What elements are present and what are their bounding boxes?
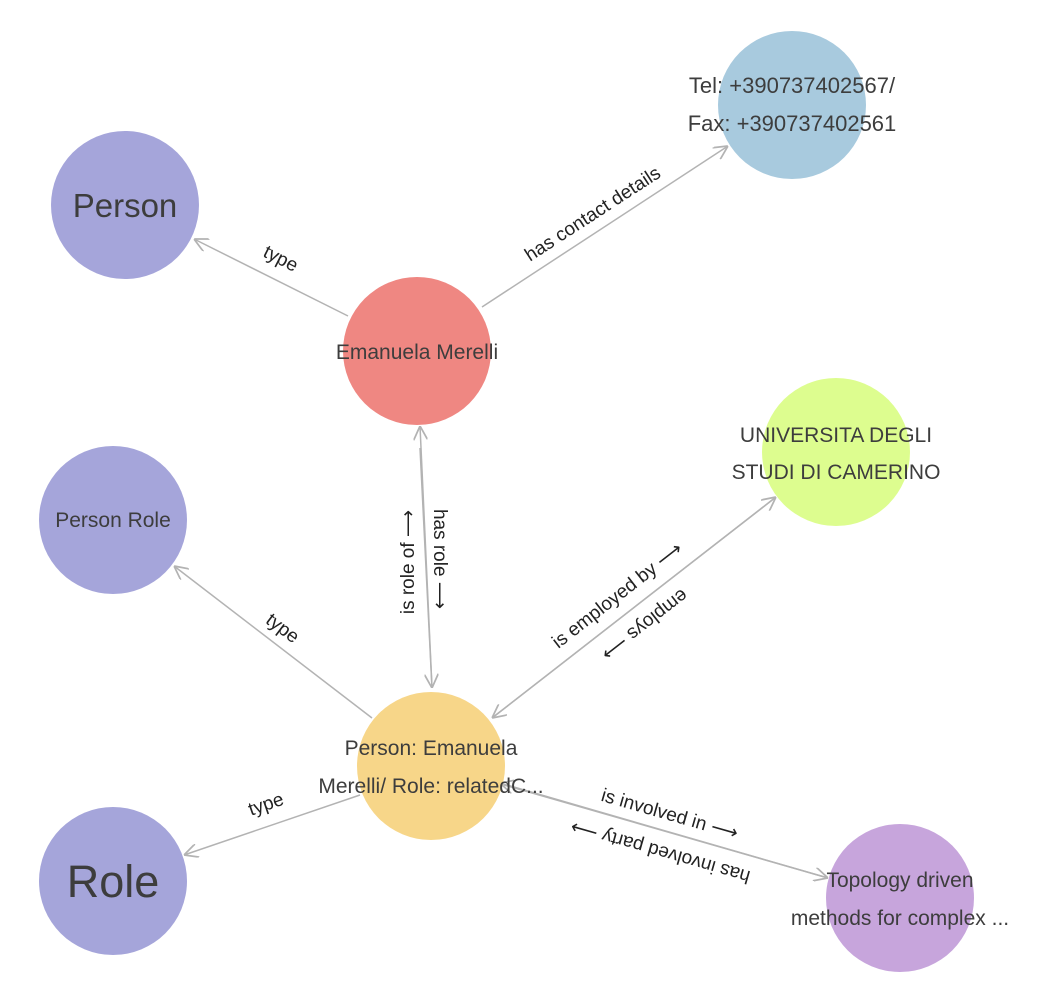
node-person-role[interactable]: Person: Emanuela Merelli/ Role: relatedC… [318, 692, 544, 840]
node-role-class-circle [39, 807, 187, 955]
node-person-role-class-circle [39, 446, 187, 594]
node-contact-details-circle [718, 31, 866, 179]
node-project-circle [826, 824, 974, 972]
node-person-role-circle [357, 692, 505, 840]
node-university-label-line1: UNIVERSITA DEGLI [740, 424, 932, 447]
edge-has-contact-details [481, 146, 728, 308]
edge-label-is-role-of: is role of ⟶ [398, 510, 419, 614]
node-project-label-line1: Topology driven [826, 869, 973, 892]
edge-label-has-contact-details: has contact details [521, 163, 664, 266]
node-university[interactable]: UNIVERSITA DEGLI STUDI DI CAMERINO [732, 378, 941, 526]
node-contact-details[interactable]: Tel: +390737402567/ Fax: +390737402561 [688, 31, 897, 179]
edge-label-type-person: type [260, 242, 302, 277]
edge-label-type-role: type [246, 789, 287, 821]
edge-type-person-role [174, 566, 373, 719]
node-person-role-label-line2: Merelli/ Role: relatedC... [318, 775, 543, 798]
node-person-role-class-label: Person Role [55, 509, 171, 532]
node-contact-details-label-line2: Fax: +390737402561 [688, 111, 897, 136]
node-emanuela-merelli-label: Emanuela Merelli [336, 341, 498, 364]
edge-has-role [420, 426, 433, 689]
node-project[interactable]: Topology driven methods for complex ... [791, 824, 1009, 972]
node-person-role-class[interactable]: Person Role [39, 446, 187, 594]
edge-employs [492, 496, 777, 718]
node-project-label-line2: methods for complex ... [791, 907, 1009, 930]
node-person-class[interactable]: Person [51, 131, 199, 279]
node-person-class-circle [51, 131, 199, 279]
node-emanuela-merelli-circle [343, 277, 491, 425]
edge-label-has-role: has role ⟶ [429, 509, 450, 609]
node-emanuela-merelli[interactable]: Emanuela Merelli [336, 277, 498, 425]
node-role-class[interactable]: Role [39, 807, 187, 955]
edge-label-type-person-role: type [262, 609, 303, 647]
node-university-label-line2: STUDI DI CAMERINO [732, 461, 941, 484]
node-university-circle [762, 378, 910, 526]
edge-type-role [184, 794, 361, 855]
node-person-role-label-line1: Person: Emanuela [345, 737, 518, 760]
node-role-class-label: Role [67, 856, 160, 907]
edge-type-person [194, 239, 349, 317]
node-person-class-label: Person [73, 187, 178, 224]
edges [174, 146, 828, 878]
node-contact-details-label-line1: Tel: +390737402567/ [689, 73, 896, 98]
edge-has-involved-party [500, 783, 829, 879]
